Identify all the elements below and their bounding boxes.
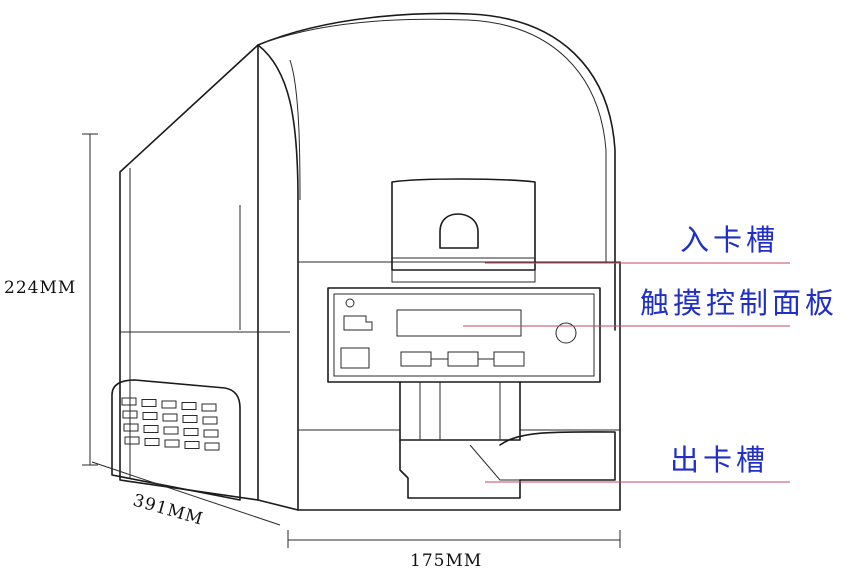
output-chute-ribs — [419, 382, 501, 440]
dimension-lines — [82, 133, 621, 548]
vent-slot — [144, 438, 160, 446]
menu-button — [340, 347, 370, 369]
vent-slot — [203, 429, 219, 438]
input-tray — [391, 178, 536, 271]
height-dimension-label: 224MM — [4, 278, 76, 298]
usb-port-icon — [343, 315, 373, 331]
vent-slot — [124, 436, 140, 445]
height-dimension-line — [82, 133, 98, 466]
output-chute — [399, 381, 521, 441]
top-shell-inner-line — [265, 18, 607, 262]
vent-slot — [141, 399, 157, 407]
vent-slot — [121, 397, 137, 406]
label-card-input-slot: 入卡槽 — [680, 223, 779, 257]
panel-frame — [327, 287, 601, 383]
panel-button-2 — [447, 351, 479, 367]
output-tray-ramp — [469, 444, 520, 481]
label-touch-control-panel: 触摸控制面板 — [640, 286, 838, 320]
power-button-icon — [555, 322, 577, 344]
vent-housing — [111, 379, 241, 501]
width-dimension-line — [287, 530, 621, 548]
card-input-slot — [391, 178, 536, 283]
front-left-pillar — [257, 44, 299, 511]
width-dimension-label: 175MM — [410, 551, 482, 569]
vent-slot — [181, 402, 197, 410]
panel-button-1 — [400, 351, 432, 367]
control-panel — [327, 287, 601, 383]
vent-slot — [163, 426, 179, 435]
callouts — [463, 262, 790, 483]
panel-button-3 — [493, 351, 525, 367]
input-slot-tab — [439, 213, 479, 249]
left-side-panel — [119, 44, 259, 501]
output-cover — [499, 431, 616, 481]
vent-slot — [202, 416, 218, 425]
top-shell-outline — [257, 12, 616, 331]
input-slot-base — [391, 270, 536, 283]
vent-slot — [201, 403, 217, 412]
output-tray — [399, 439, 521, 499]
vent-slot — [183, 428, 199, 436]
vent-slot — [184, 441, 200, 449]
device-body — [111, 12, 621, 511]
front-base — [257, 261, 621, 511]
vent-slot — [162, 413, 178, 422]
lcd-display — [396, 309, 522, 337]
pillar-highlight — [289, 59, 301, 201]
vent-slot — [143, 425, 159, 433]
status-led-icon — [345, 298, 355, 308]
vent-slot — [164, 439, 180, 448]
vent-grille — [121, 397, 220, 451]
depth-dimension-line — [91, 461, 281, 526]
vent-slot — [161, 400, 177, 409]
vent-slot — [142, 412, 158, 420]
label-card-output-slot: 出卡槽 — [670, 443, 769, 477]
vent-slot — [122, 410, 138, 419]
vent-slot — [182, 415, 198, 423]
vent-slot — [123, 423, 139, 432]
panel-inner-frame — [333, 293, 595, 377]
card-output-slot — [399, 381, 616, 499]
vent-slot — [204, 442, 220, 451]
